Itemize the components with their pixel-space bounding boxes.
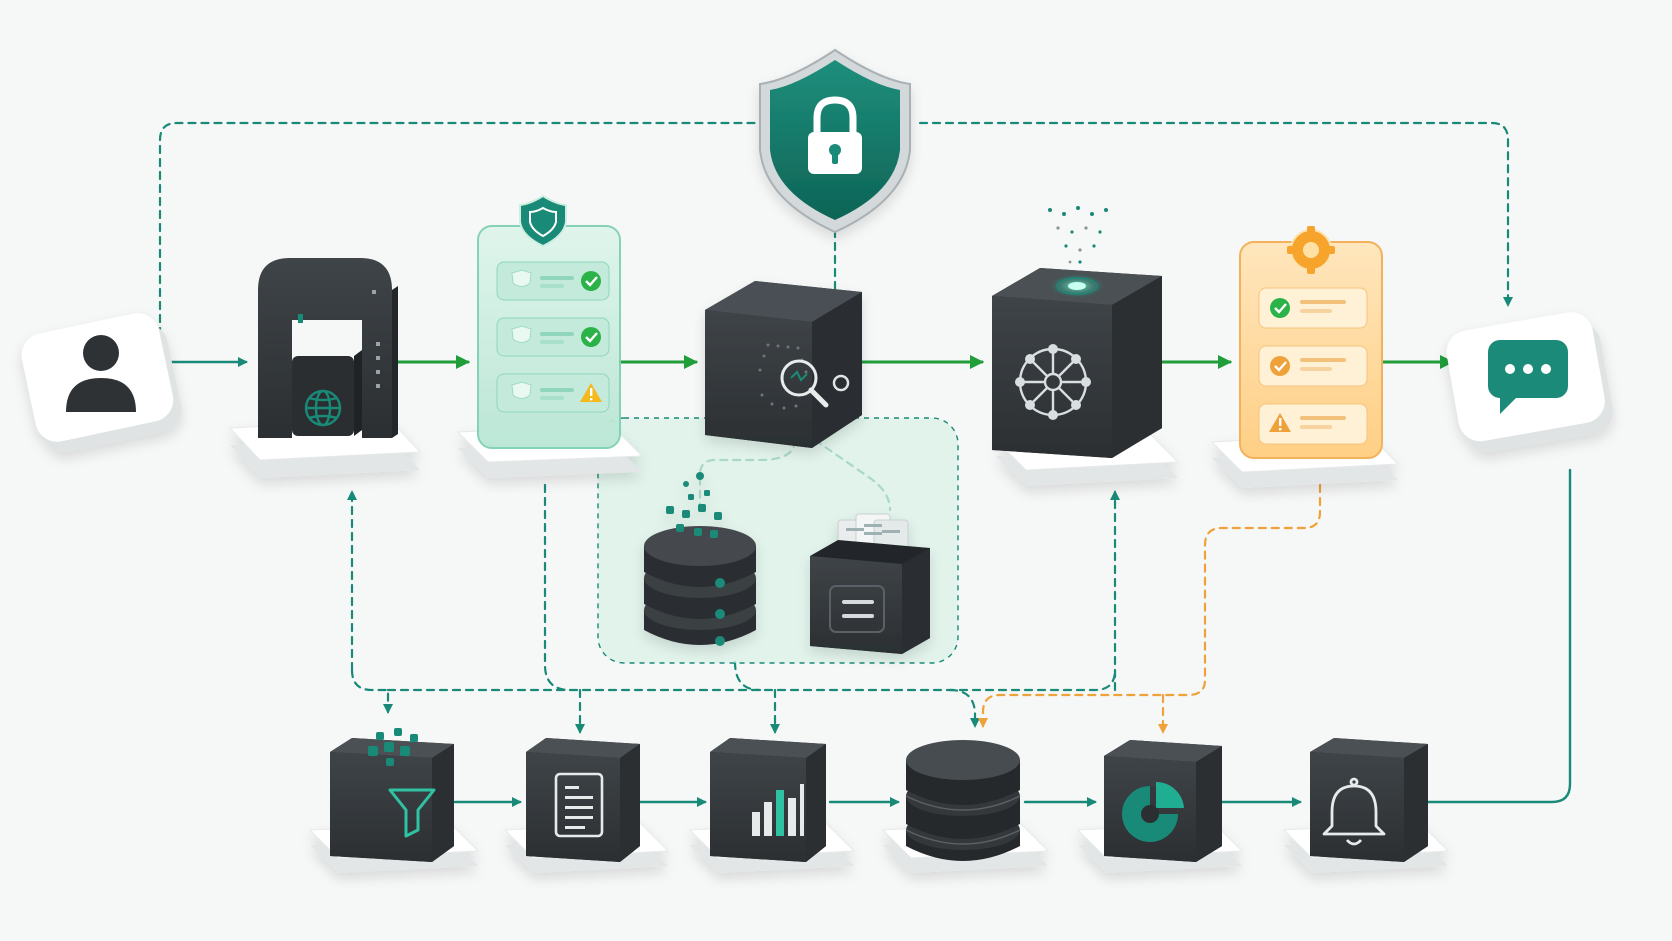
review-checklist-node[interactable] — [1210, 226, 1400, 488]
filter-node[interactable] — [330, 728, 454, 862]
sensor-icon — [832, 374, 850, 392]
review-to-storage — [978, 483, 1322, 728]
report-node[interactable] — [1104, 740, 1222, 862]
network-wheel-icon — [1015, 344, 1091, 420]
lock-icon — [808, 96, 862, 174]
pie-chart-icon — [1122, 781, 1184, 842]
policy-to-bus — [543, 483, 572, 692]
small-shield-icon — [519, 194, 567, 248]
user-icon — [66, 335, 136, 412]
funnel-icon — [388, 788, 436, 838]
security-shield — [759, 48, 911, 234]
globe-icon — [304, 389, 342, 427]
data-cubes — [368, 728, 418, 766]
analytics-node[interactable] — [710, 738, 826, 862]
file-cabinet-icon — [810, 513, 930, 654]
security-loop-left — [158, 121, 762, 337]
processing-node[interactable] — [992, 206, 1180, 486]
document-node[interactable] — [526, 738, 640, 862]
gateway-arch — [258, 258, 398, 438]
check-icon — [581, 327, 601, 347]
vector-cubes — [666, 472, 722, 538]
warning-icon — [1269, 413, 1291, 432]
particle-dots — [1048, 206, 1108, 264]
bus-main — [386, 668, 1117, 692]
bottom-bases — [308, 822, 1450, 873]
panel-to-bus — [733, 660, 762, 692]
gear-icon — [1287, 226, 1335, 274]
storage-node[interactable] — [905, 740, 1021, 861]
warning-icon — [580, 383, 602, 402]
document-icon — [554, 772, 604, 838]
review-panel — [1239, 241, 1383, 459]
vector-database-node[interactable] — [644, 472, 756, 646]
partial-check-icon — [1270, 356, 1290, 376]
inspection-node[interactable] — [705, 281, 862, 448]
user-node[interactable] — [18, 308, 186, 458]
database-icon — [644, 526, 756, 646]
document-archive-node[interactable] — [810, 513, 930, 654]
bar-chart-icon — [752, 784, 804, 836]
magnifier-icon — [780, 359, 829, 408]
response-to-alert — [1426, 468, 1572, 804]
response-node[interactable] — [1443, 308, 1616, 457]
security-loop-right — [918, 121, 1513, 307]
check-icon — [581, 271, 601, 291]
bell-icon — [1322, 777, 1386, 846]
bus-filter-branch — [350, 668, 393, 714]
check-icon — [1270, 298, 1290, 318]
chat-bubble-icon — [1488, 340, 1568, 414]
policy-checklist-node[interactable] — [456, 194, 644, 478]
bus-storage-branch — [948, 688, 980, 728]
gateway-node[interactable] — [228, 258, 422, 478]
alert-node[interactable] — [1310, 738, 1428, 862]
database-icon — [905, 740, 1021, 861]
